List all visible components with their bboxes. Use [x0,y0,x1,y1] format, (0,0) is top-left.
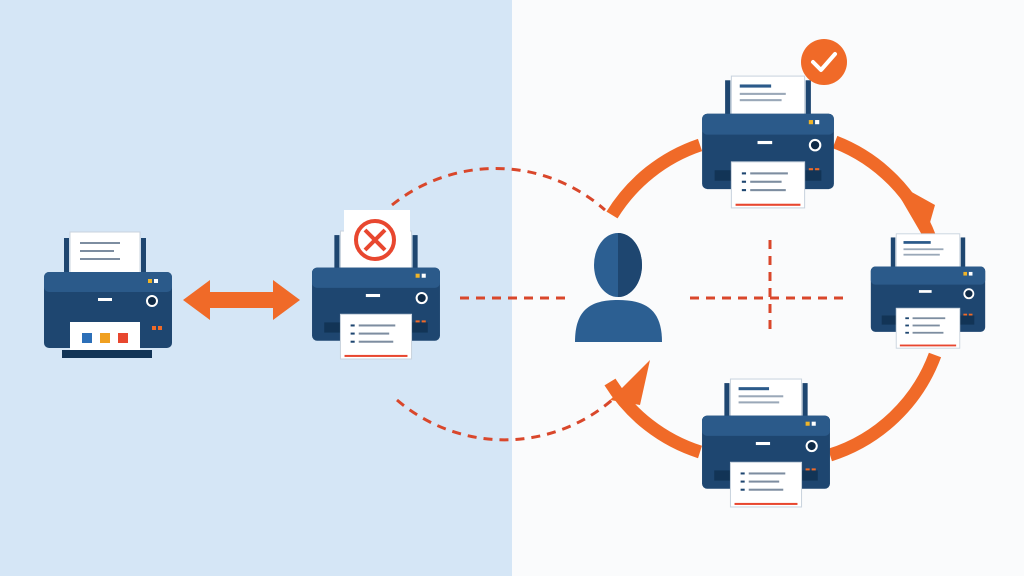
dashed-connection-circle [391,167,613,442]
check-badge-icon [801,39,847,85]
person-icon [575,233,662,342]
error-x-icon [344,210,410,261]
cycle-arrowheads [610,180,935,405]
dashed-crosshair [690,240,850,336]
double-arrow-icon [183,280,300,320]
printer-icon-left[interactable] [44,231,172,358]
